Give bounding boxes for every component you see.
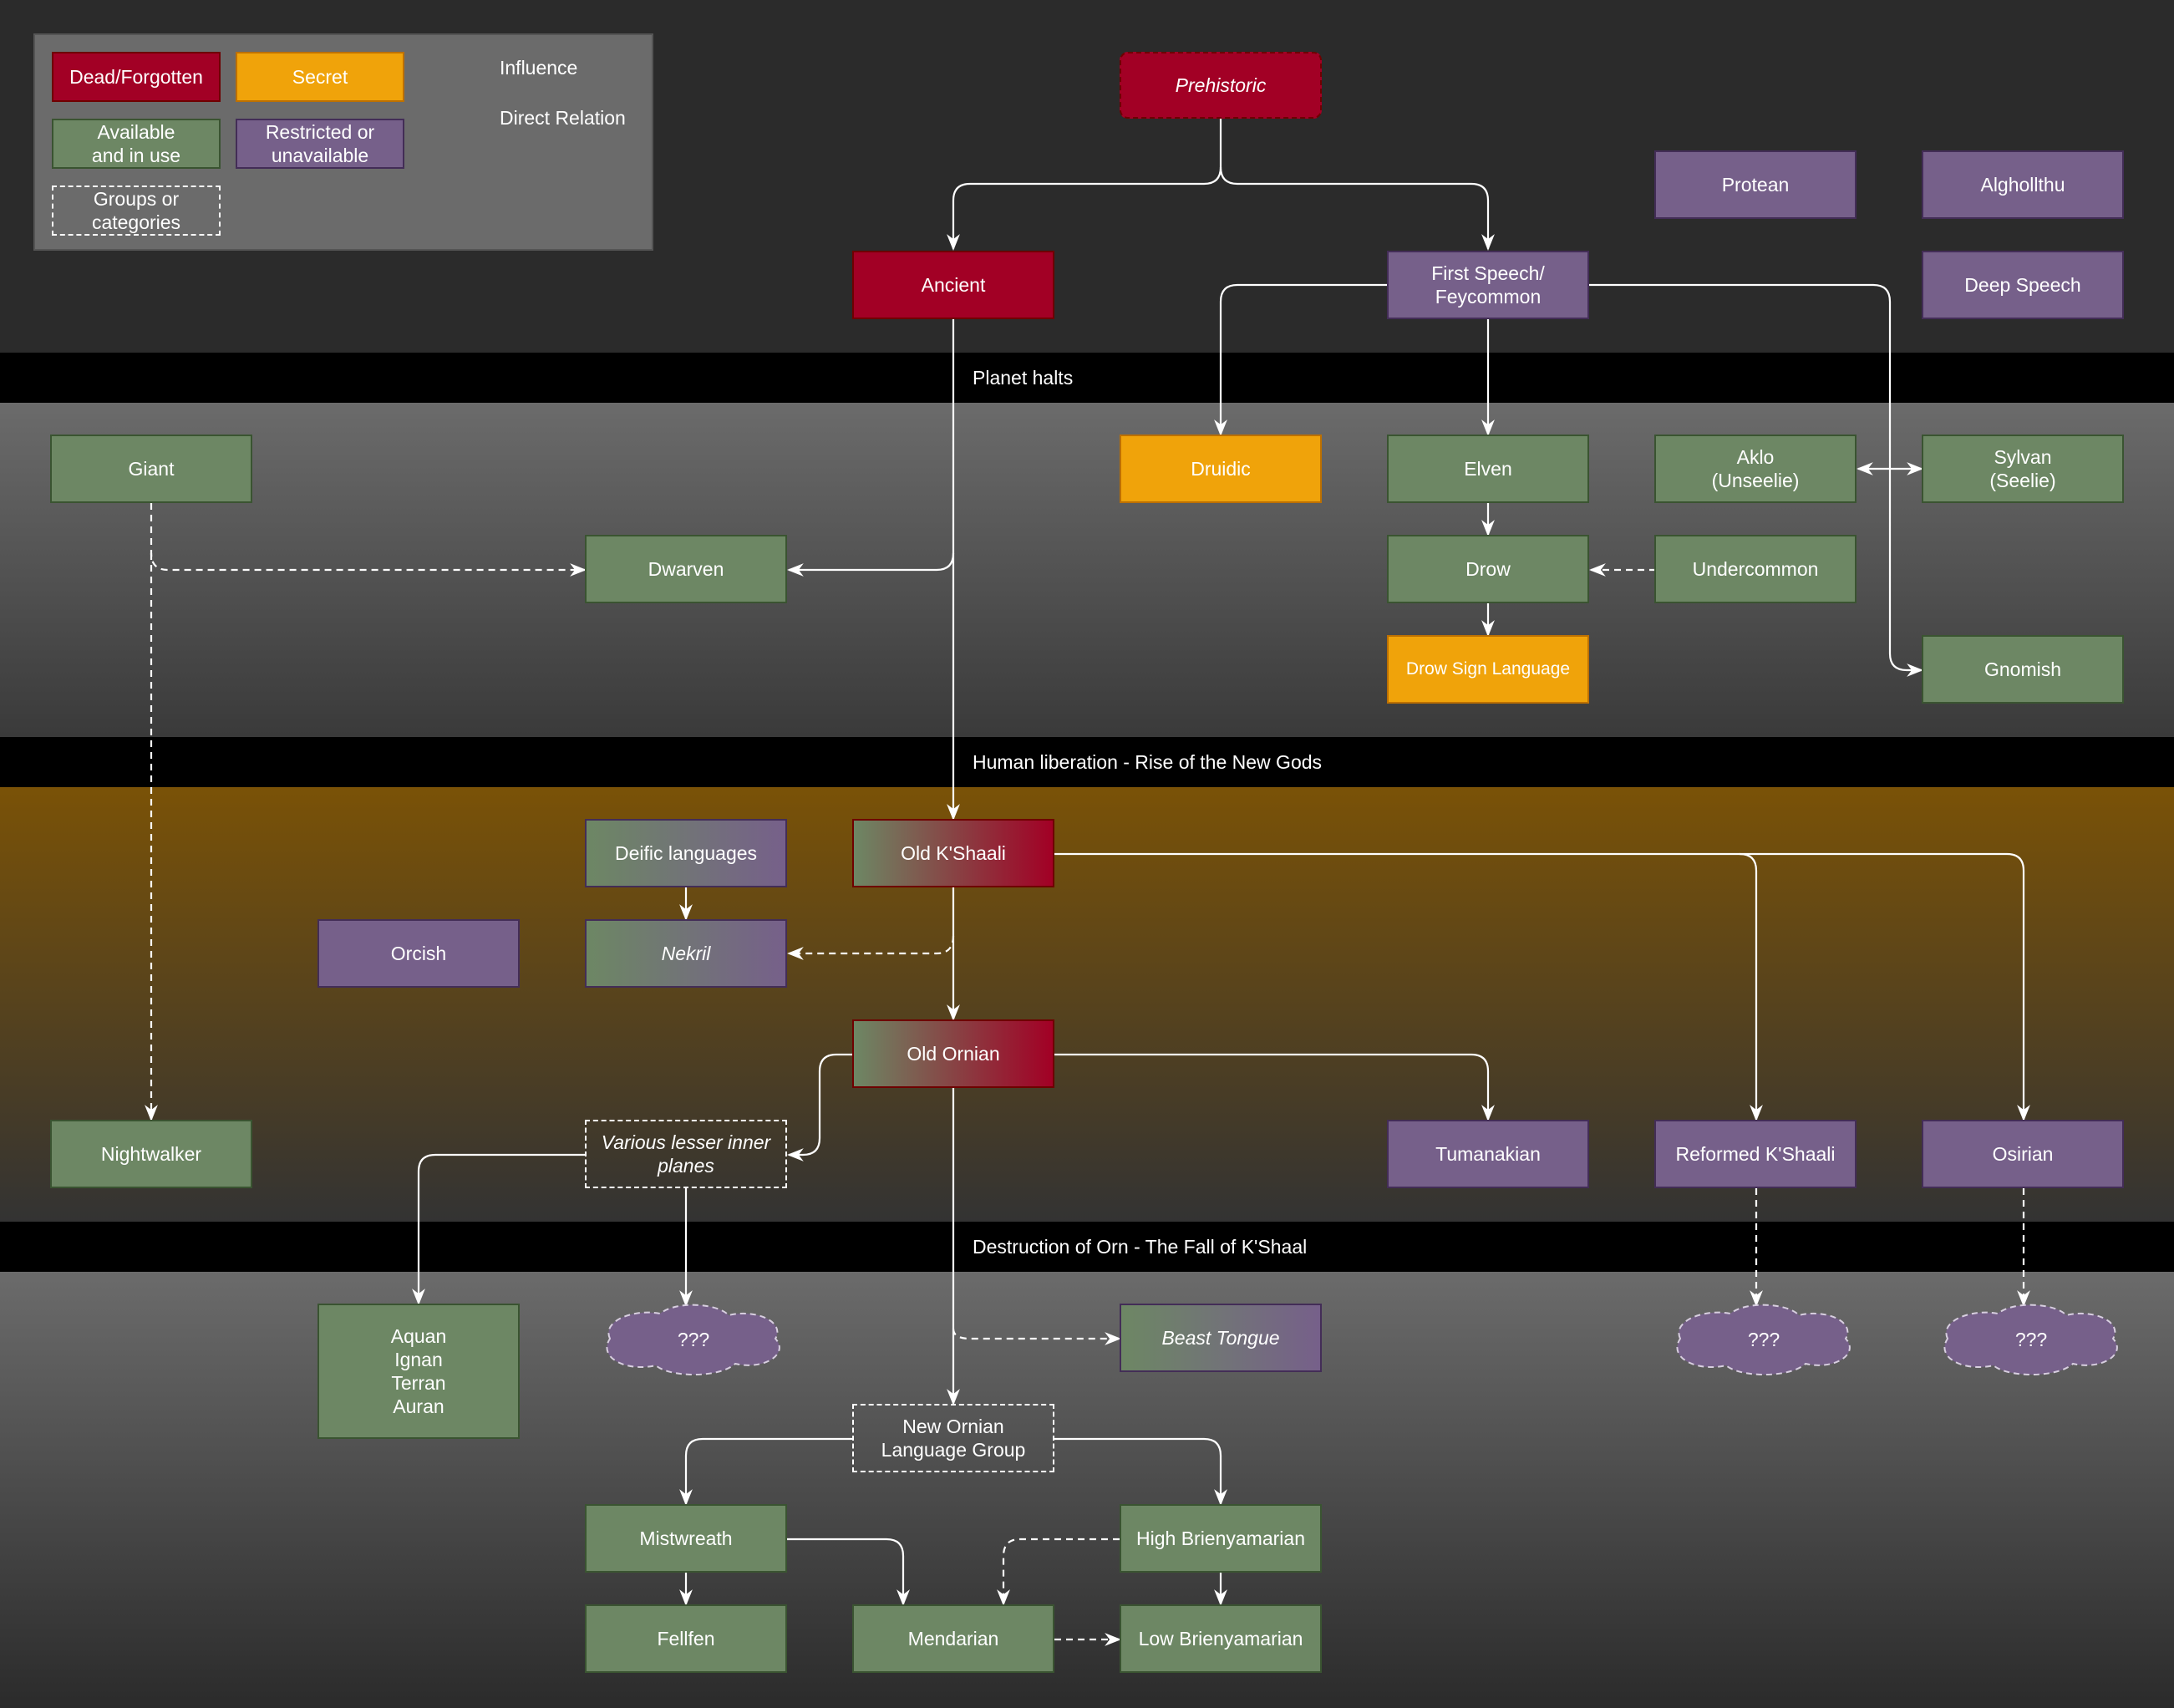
node-mistwreath[interactable]: Mistwreath: [585, 1504, 787, 1573]
era-band-human-liberation: [0, 737, 2174, 787]
era-label-human-liberation: Human liberation - Rise of the New Gods: [973, 751, 1323, 773]
node-prehistoric[interactable]: Prehistoric: [1120, 52, 1322, 119]
node-high-brienyamarian[interactable]: High Brienyamarian: [1120, 1504, 1322, 1573]
node-unknown-1[interactable]: ???: [677, 1329, 710, 1350]
node-drow-sign-language[interactable]: Drow Sign Language: [1387, 635, 1589, 704]
node-drow[interactable]: Drow: [1387, 535, 1589, 603]
node-mendarian[interactable]: Mendarian: [852, 1604, 1054, 1673]
legend-groups: Groups or categories: [52, 186, 221, 236]
node-unknown-2[interactable]: ???: [1747, 1329, 1780, 1350]
node-orcish[interactable]: Orcish: [317, 919, 520, 988]
node-nekril[interactable]: Nekril: [585, 919, 787, 988]
legend-available: Available and in use: [52, 119, 221, 169]
group-new-ornian[interactable]: New Ornian Language Group: [852, 1404, 1054, 1472]
node-sylvan[interactable]: Sylvan (Seelie): [1922, 435, 2124, 503]
node-aklo[interactable]: Aklo (Unseelie): [1654, 435, 1857, 503]
node-elemental-languages[interactable]: Aquan Ignan Terran Auran: [317, 1304, 520, 1439]
node-beast-tongue[interactable]: Beast Tongue: [1120, 1304, 1322, 1372]
node-low-brienyamarian[interactable]: Low Brienyamarian: [1120, 1604, 1322, 1673]
node-fellfen[interactable]: Fellfen: [585, 1604, 787, 1673]
node-nightwalker[interactable]: Nightwalker: [50, 1120, 252, 1188]
legend-restricted: Restricted or unavailable: [236, 119, 404, 169]
node-old-ornian[interactable]: Old Ornian: [852, 1019, 1054, 1088]
node-protean[interactable]: Protean: [1654, 150, 1857, 219]
node-first-speech[interactable]: First Speech/ Feycommon: [1387, 251, 1589, 319]
node-elven[interactable]: Elven: [1387, 435, 1589, 503]
node-giant[interactable]: Giant: [50, 435, 252, 503]
legend-dead: Dead/Forgotten: [52, 52, 221, 102]
era-band-planet-halts: [0, 353, 2174, 403]
node-dwarven[interactable]: Dwarven: [585, 535, 787, 603]
node-old-kshaali[interactable]: Old K'Shaali: [852, 819, 1054, 887]
group-lesser-inner-planes[interactable]: Various lesser inner planes: [585, 1120, 787, 1188]
node-druidic[interactable]: Druidic: [1120, 435, 1322, 503]
node-ancient[interactable]: Ancient: [852, 251, 1054, 319]
node-osirian[interactable]: Osirian: [1922, 1120, 2124, 1188]
era-band-destruction: [0, 1222, 2174, 1272]
node-gnomish[interactable]: Gnomish: [1922, 635, 2124, 704]
legend-influence-label: Influence: [500, 57, 578, 79]
node-deep-speech[interactable]: Deep Speech: [1922, 251, 2124, 319]
node-alghollthu[interactable]: Alghollthu: [1922, 150, 2124, 219]
node-undercommon[interactable]: Undercommon: [1654, 535, 1857, 603]
legend-secret: Secret: [236, 52, 404, 102]
legend-panel: Dead/Forgotten Secret Available and in u…: [33, 33, 653, 251]
era-label-destruction: Destruction of Orn - The Fall of K'Shaal: [973, 1236, 1308, 1258]
legend-direct-label: Direct Relation: [500, 107, 626, 129]
node-unknown-3[interactable]: ???: [2014, 1329, 2048, 1350]
node-deific-languages[interactable]: Deific languages: [585, 819, 787, 887]
era-label-planet-halts: Planet halts: [973, 367, 1074, 389]
node-reformed-kshaali[interactable]: Reformed K'Shaali: [1654, 1120, 1857, 1188]
node-tumanakian[interactable]: Tumanakian: [1387, 1120, 1589, 1188]
